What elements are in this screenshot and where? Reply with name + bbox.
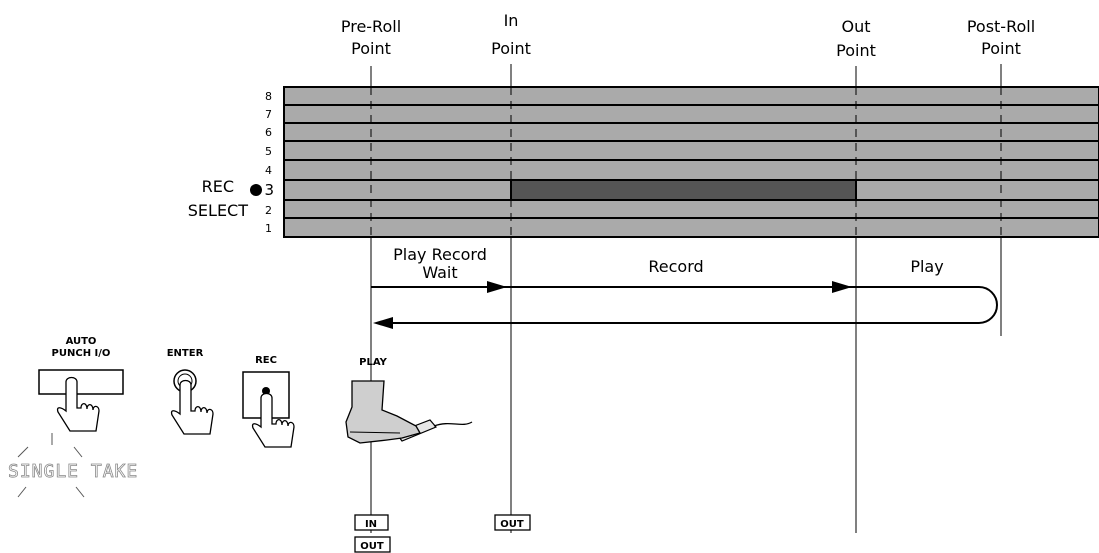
track-7 xyxy=(284,105,1099,123)
auto-punch-key[interactable] xyxy=(39,370,123,394)
out-point-label-line2: Point xyxy=(836,41,876,60)
postroll-label-line2: Point xyxy=(981,39,1021,58)
track-4 xyxy=(284,160,1099,180)
arrow-right-icon xyxy=(832,281,852,293)
single-take-text: SINGLE TAKE xyxy=(8,461,138,482)
play-phase-label: Play xyxy=(910,257,943,276)
out-tag-in-point: OUT xyxy=(495,515,530,530)
play-record-wait-label-line2: Wait xyxy=(422,263,457,282)
arrow-right-icon xyxy=(487,281,507,293)
auto-punch-label-line2: PUNCH I/O xyxy=(52,348,111,359)
play-footswitch[interactable]: PLAY xyxy=(346,357,472,443)
track-5 xyxy=(284,141,1099,160)
auto-punch-button[interactable]: AUTO PUNCH I/O xyxy=(39,336,123,431)
record-region xyxy=(511,180,856,200)
postroll-label-line1: Post-Roll xyxy=(967,17,1035,36)
preroll-label-line1: Pre-Roll xyxy=(341,17,401,36)
out-point-label-line1: Out xyxy=(841,17,870,36)
single-take-display: SINGLE TAKE xyxy=(8,433,138,497)
in-point-label-line1: In xyxy=(504,11,519,30)
footswitch-cable-icon xyxy=(434,422,472,426)
rec-button[interactable]: REC xyxy=(243,355,294,447)
rec-select-label-line1: REC xyxy=(202,177,234,196)
out-tag-label: OUT xyxy=(500,519,524,530)
track-number-1: 1 xyxy=(265,222,272,235)
auto-punch-label-line1: AUTO xyxy=(66,336,97,347)
record-phase-label: Record xyxy=(648,257,703,276)
track-2 xyxy=(284,200,1099,218)
track-number-3: 3 xyxy=(264,181,274,199)
loop-flow-path xyxy=(371,281,997,329)
track-number-4: 4 xyxy=(265,164,272,177)
track-number-2: 2 xyxy=(265,204,272,217)
track-number-8: 8 xyxy=(265,90,272,103)
arrow-left-icon xyxy=(373,317,393,329)
enter-button[interactable]: ENTER xyxy=(167,348,213,434)
track-6 xyxy=(284,123,1099,141)
play-label: PLAY xyxy=(359,357,387,368)
rec-label: REC xyxy=(255,355,277,366)
track-number-6: 6 xyxy=(265,126,272,139)
track-8 xyxy=(284,87,1099,105)
track-number-5: 5 xyxy=(265,145,272,158)
in-tag-label: IN xyxy=(365,519,377,530)
foot-icon xyxy=(346,381,420,443)
in-out-tag-preroll: IN OUT xyxy=(355,515,390,552)
rec-select-indicator-icon xyxy=(250,184,262,196)
preroll-label-line2: Point xyxy=(351,39,391,58)
out-tag-label: OUT xyxy=(360,541,384,552)
enter-label: ENTER xyxy=(167,348,204,359)
track-number-7: 7 xyxy=(265,108,272,121)
play-record-wait-label-line1: Play Record xyxy=(393,245,487,264)
rec-select-label-line2: SELECT xyxy=(188,201,248,220)
in-point-label-line2: Point xyxy=(491,39,531,58)
track-area xyxy=(284,87,1099,237)
loop-path xyxy=(371,287,997,323)
track-1 xyxy=(284,218,1099,237)
